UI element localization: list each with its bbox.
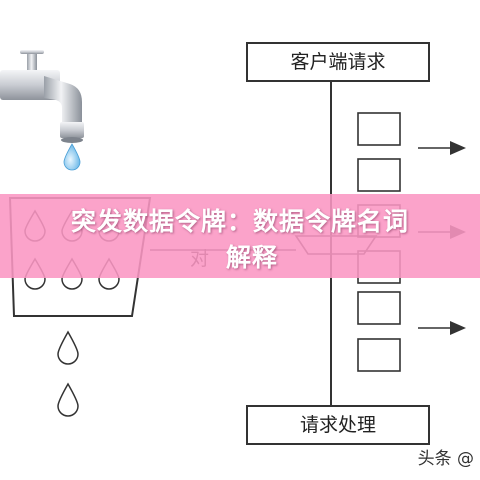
faucet-drop — [63, 143, 81, 171]
request-handler-box — [246, 405, 430, 445]
arrow-head-icon — [450, 141, 466, 155]
client-request-label: 客户端请求 — [290, 51, 386, 73]
title-banner: 突发数据令牌：数据令牌名词 解释 — [0, 194, 480, 278]
falling-drops — [57, 330, 79, 417]
queue-slot — [357, 338, 401, 372]
watermark: 头条 @ — [417, 449, 474, 469]
banner-title-line-1: 突发数据令牌：数据令牌名词 — [70, 207, 409, 236]
arrow-head-icon — [450, 321, 466, 335]
request-handler-label: 请求处理 — [299, 414, 376, 436]
queue-slot — [357, 112, 401, 146]
banner-title-line-2: 解释 — [225, 243, 278, 272]
faucet-icon — [0, 50, 84, 143]
client-request-box — [246, 42, 430, 82]
token-drop-icon — [57, 330, 79, 365]
token-drop-icon — [57, 382, 79, 417]
queue-slot — [357, 291, 401, 325]
queue-slot — [357, 158, 401, 192]
